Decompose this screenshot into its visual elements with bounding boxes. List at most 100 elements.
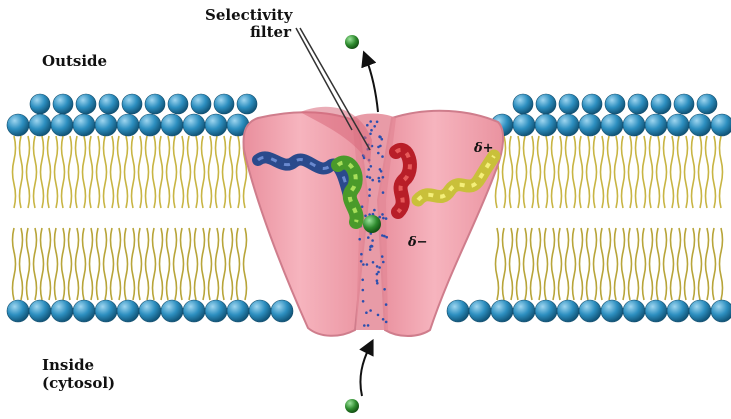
lipid-head — [651, 94, 671, 114]
water-dot — [376, 265, 379, 268]
lipid-tail — [188, 228, 191, 300]
lipid-head — [689, 300, 711, 322]
lipid-head — [601, 114, 623, 136]
ion-top — [345, 35, 359, 49]
water-dot — [378, 266, 381, 269]
water-dot — [383, 235, 386, 238]
lipid-tail — [181, 228, 184, 300]
water-dot — [373, 209, 376, 212]
lipid-tail — [608, 228, 611, 300]
lipid-tail — [244, 228, 247, 300]
lipid-tail — [132, 136, 135, 208]
lipid-tail — [650, 136, 653, 208]
lipid-head — [237, 94, 257, 114]
lipid-tail — [216, 228, 219, 300]
water-dot — [383, 288, 386, 291]
lipid-head — [623, 114, 645, 136]
lipid-tail — [167, 136, 170, 208]
lipid-tail — [720, 136, 723, 208]
lipid-tail — [104, 228, 107, 300]
lipid-head — [535, 300, 557, 322]
lipid-tail — [27, 136, 30, 208]
inside-label-line1: Inside — [42, 356, 94, 374]
lipid-tail — [559, 228, 562, 300]
lipid-tail — [209, 228, 212, 300]
water-dot — [378, 180, 381, 183]
lipid-head — [205, 114, 227, 136]
lipid-tail — [524, 136, 527, 208]
water-dot — [382, 261, 385, 264]
lipid-tail — [48, 136, 51, 208]
water-dot — [369, 248, 372, 251]
lipid-head — [513, 300, 535, 322]
lipid-tail — [153, 136, 156, 208]
lipid-head — [183, 114, 205, 136]
lipid-head — [7, 300, 29, 322]
water-dot — [376, 282, 379, 285]
lipid-tail — [146, 228, 149, 300]
lipid-head — [161, 300, 183, 322]
water-dot — [367, 324, 370, 327]
lipid-tail — [55, 228, 58, 300]
lipid-head — [99, 94, 119, 114]
lipid-head — [29, 300, 51, 322]
lipid-tail — [69, 228, 72, 300]
lipid-tail — [83, 136, 86, 208]
lipid-tail — [76, 136, 79, 208]
lipid-tail — [97, 228, 100, 300]
lipid-head — [697, 94, 717, 114]
lipid-tail — [20, 136, 23, 208]
lipid-head — [76, 94, 96, 114]
selectivity-filter-label-line2: filter — [250, 23, 292, 41]
water-dot — [361, 279, 364, 282]
lipid-heads-outer-back — [30, 94, 717, 114]
lipid-tail — [111, 228, 114, 300]
water-dot — [385, 303, 388, 306]
lipid-tail — [111, 136, 114, 208]
water-dot — [373, 125, 376, 128]
water-dot — [376, 121, 379, 124]
water-dot — [360, 253, 363, 256]
water-dot — [378, 177, 381, 180]
lipid-tail — [62, 136, 65, 208]
water-dot — [365, 311, 368, 314]
lipid-tail — [496, 228, 499, 300]
lipid-head — [491, 300, 513, 322]
lipid-head — [579, 114, 601, 136]
lipid-tail — [538, 136, 541, 208]
lipid-tail — [615, 136, 618, 208]
lipid-tail — [230, 136, 233, 208]
lipid-head — [205, 300, 227, 322]
water-dot — [366, 176, 369, 179]
water-dot — [381, 138, 384, 141]
lipid-tail — [503, 228, 506, 300]
water-dot — [371, 239, 374, 242]
lipid-tail — [160, 228, 163, 300]
lipid-head — [117, 114, 139, 136]
lipid-head — [536, 94, 556, 114]
lipid-head — [557, 114, 579, 136]
lipid-tail — [566, 136, 569, 208]
lipid-head — [645, 114, 667, 136]
water-dot — [367, 168, 370, 171]
lipid-tail — [132, 228, 135, 300]
lipid-tail — [202, 228, 205, 300]
lipid-head — [73, 300, 95, 322]
water-dot — [362, 289, 365, 292]
lipid-tail — [573, 228, 576, 300]
lipid-head — [122, 94, 142, 114]
lipid-tail — [643, 136, 646, 208]
ion-bottom — [345, 399, 359, 413]
lipid-head — [227, 300, 249, 322]
lipid-tail — [601, 136, 604, 208]
lipid-tail — [34, 228, 37, 300]
lipid-tail — [636, 136, 639, 208]
lipid-head — [667, 300, 689, 322]
lipid-tail — [545, 136, 548, 208]
lipid-tail — [62, 228, 65, 300]
water-dot — [362, 263, 365, 266]
lipid-tail — [692, 136, 695, 208]
lipid-tail — [657, 228, 660, 300]
lipid-tail — [13, 136, 16, 208]
lipid-tail — [580, 136, 583, 208]
